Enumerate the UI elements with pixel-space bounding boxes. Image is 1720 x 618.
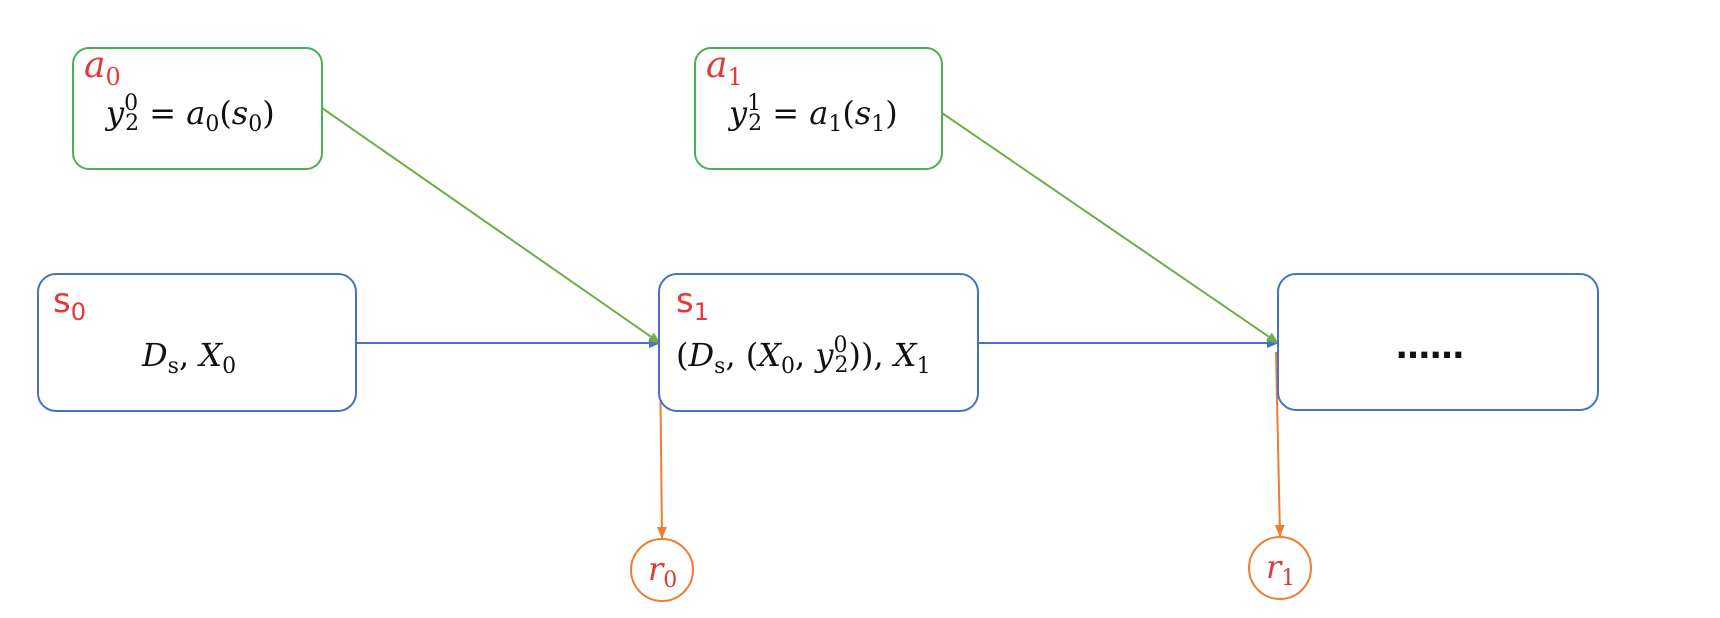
state-content-s2: …… [1396,327,1464,367]
reward-node-r1: r1 [1248,536,1312,600]
reward-label-r0: r0 [648,550,677,593]
action-edge-a1-s2 [941,112,1279,344]
state-label-s1: s1 [676,281,709,326]
reward-node-r0: r0 [630,538,694,602]
state-box-s0: s0 Ds, X0 [37,273,357,412]
action-edge-a0-s1 [321,107,661,344]
reward-edge-s2-r1 [1274,351,1285,537]
state-content-s0: Ds, X0 [141,336,236,379]
state-label-s0: s0 [53,281,86,326]
reward-label-r1: r1 [1266,548,1295,591]
action-label-a0: a0 [84,45,121,91]
action-label-a1: a1 [706,45,743,91]
state-box-s2: …… [1277,273,1599,411]
